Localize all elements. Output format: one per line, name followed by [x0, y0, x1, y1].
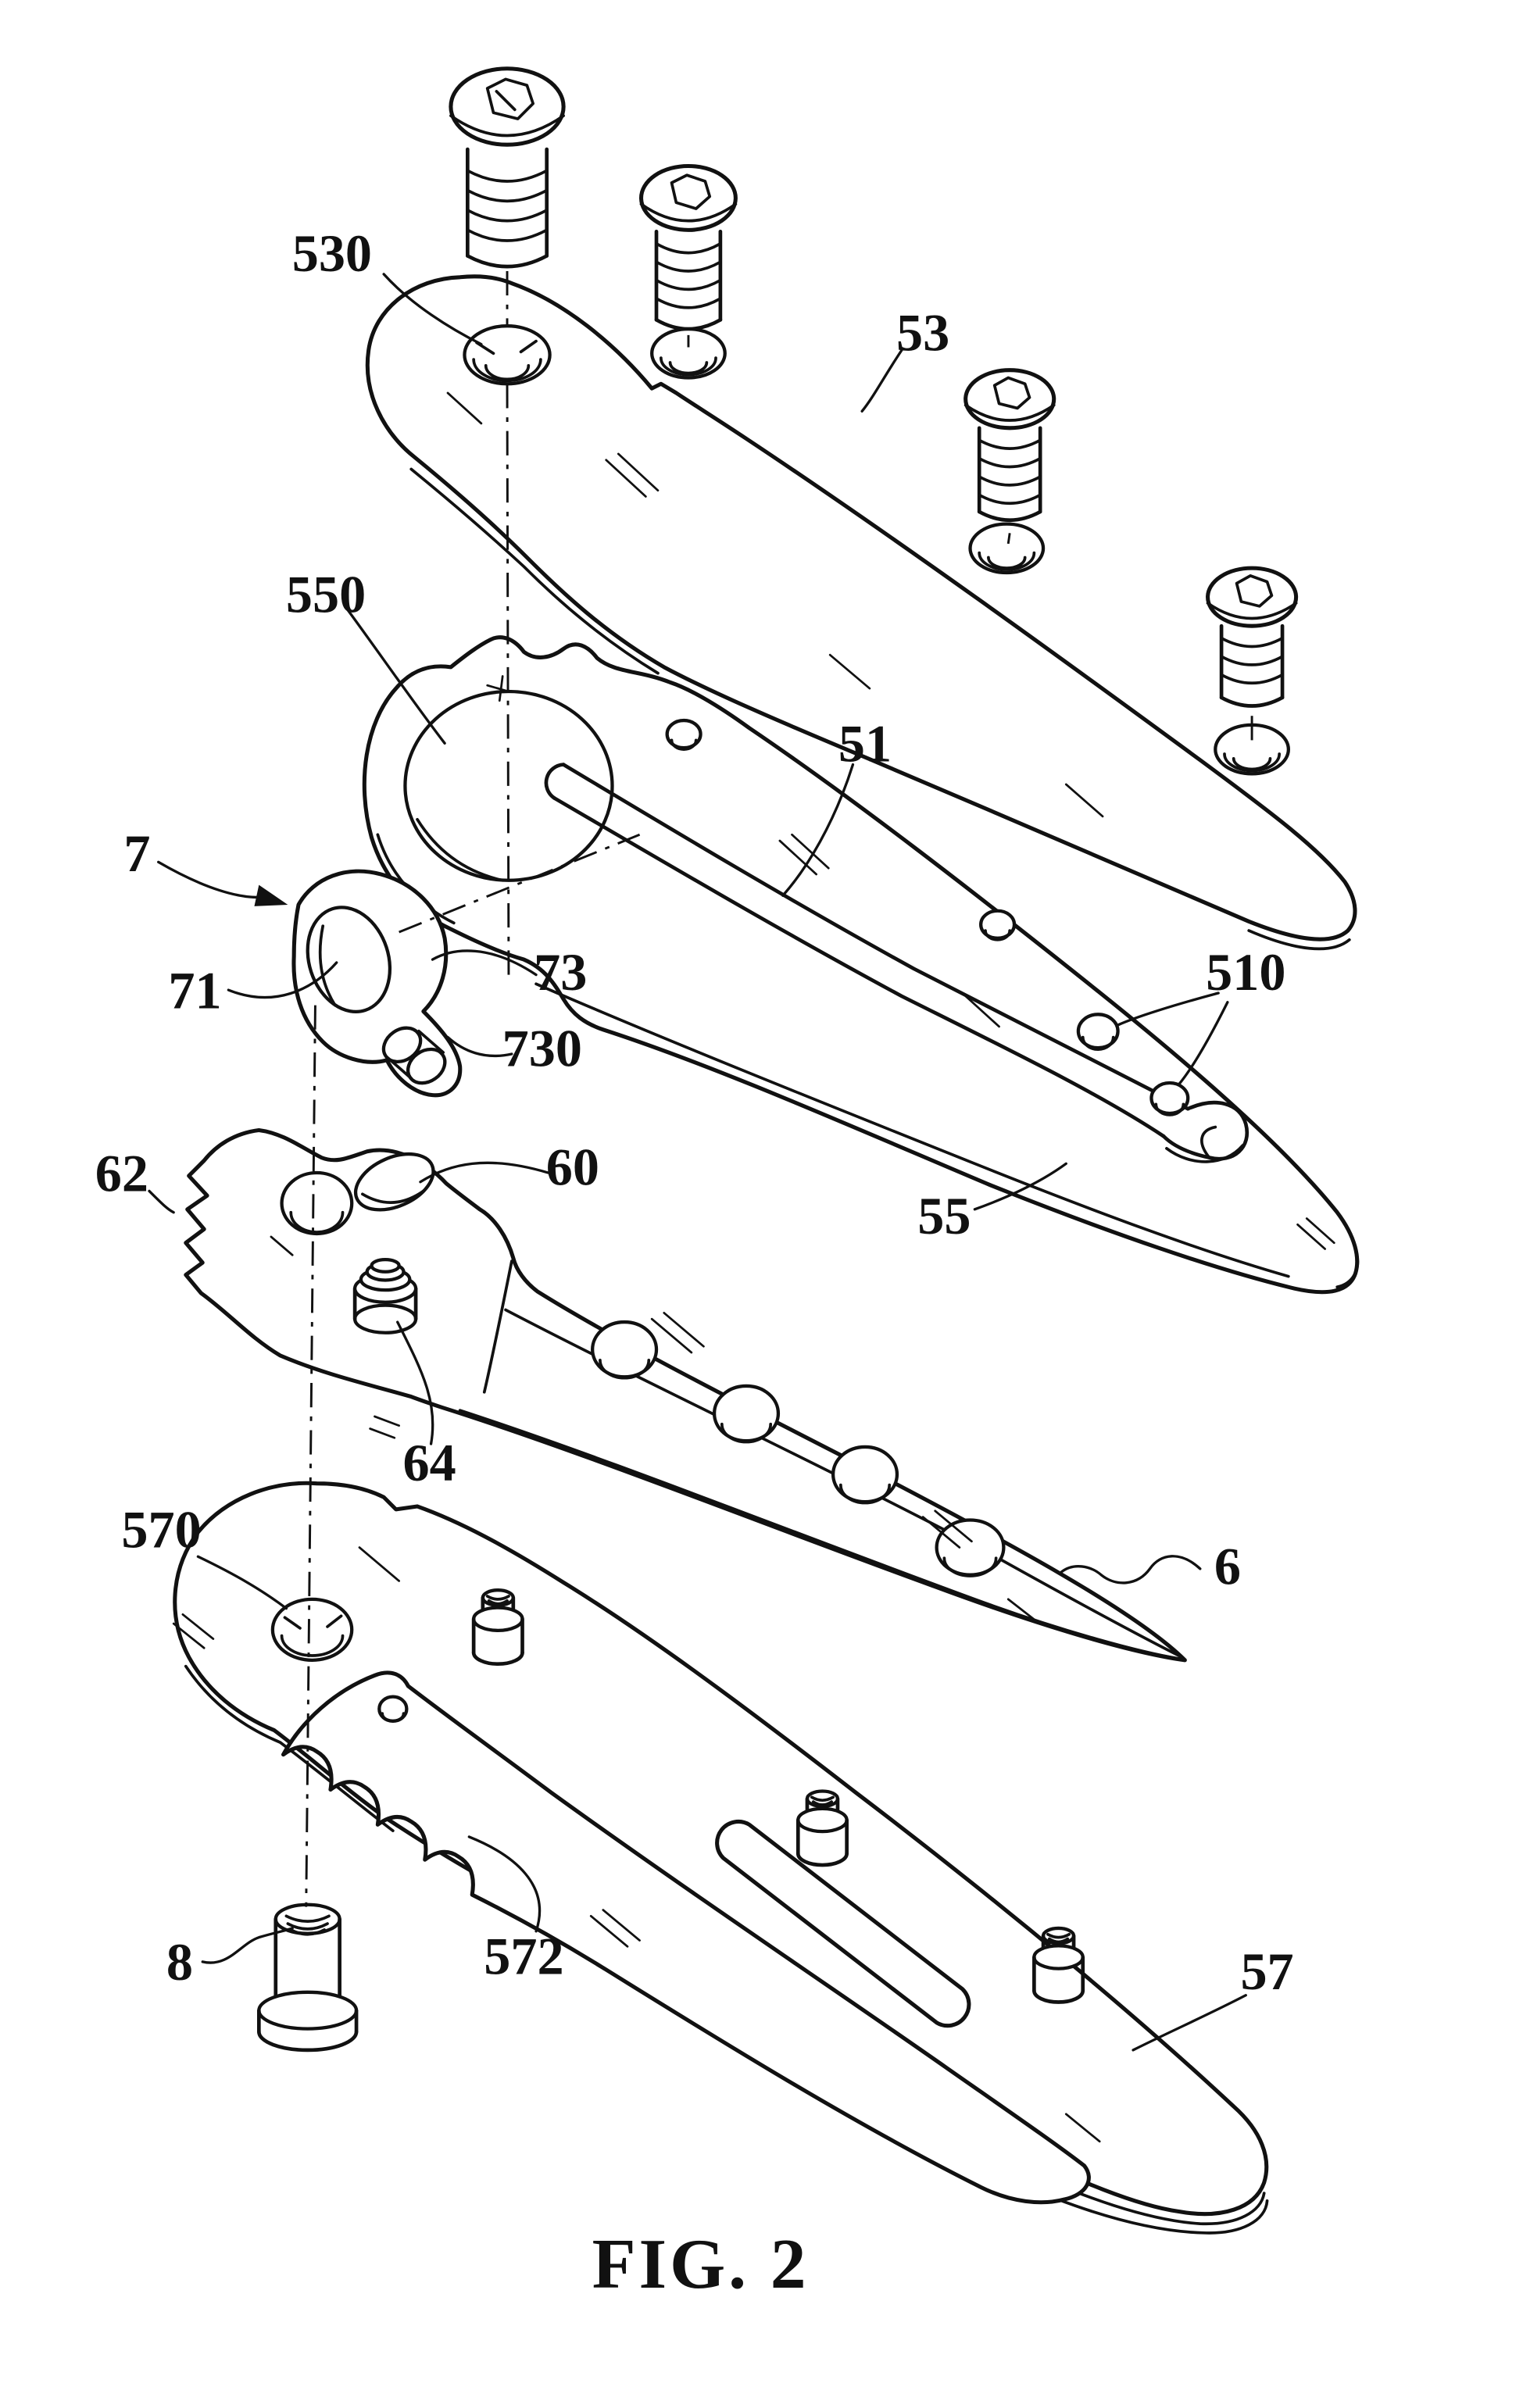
- hex-socket-icon: [1235, 574, 1274, 608]
- screw-1: [449, 66, 566, 269]
- screw-2: [638, 163, 738, 331]
- ref-label-530: 530: [292, 223, 372, 283]
- blade-spine-holes: [591, 1320, 1006, 1577]
- bottom-handle-plate: [172, 1481, 1269, 2235]
- liner-lock-plate: [362, 635, 1360, 1295]
- screw3-axis: [1006, 533, 1011, 545]
- ref-label-62: 62: [95, 1143, 148, 1202]
- standoff-nut-2: [795, 1789, 849, 1867]
- hex-socket-icon: [992, 376, 1031, 410]
- ref-label-550: 550: [286, 565, 366, 624]
- figure-caption: FIG. 2: [592, 2224, 810, 2303]
- ref-label-51: 51: [838, 714, 892, 773]
- ref-label-60: 60: [546, 1138, 599, 1197]
- arrowhead-icon: [254, 884, 288, 906]
- pivot-axis: [305, 1005, 316, 1907]
- standoff-nut-3: [1032, 1926, 1085, 2004]
- liner-small-hole-2: [979, 909, 1017, 941]
- blade-pivot-hole: [280, 1170, 354, 1236]
- ref-label-55: 55: [917, 1186, 971, 1245]
- thumb-stud-64: [352, 1258, 418, 1334]
- ref-label-6: 6: [1214, 1536, 1241, 1595]
- screw-3: [963, 368, 1056, 523]
- ref-label-73: 73: [534, 942, 587, 1002]
- ref-label-570: 570: [121, 1500, 201, 1559]
- ref-label-8: 8: [166, 1932, 193, 1992]
- cam-pin-730: [381, 1026, 447, 1085]
- cam-lever-part-7: [291, 869, 463, 1098]
- countersunk-hole-3: [968, 522, 1046, 575]
- ref-label-510: 510: [1206, 942, 1285, 1002]
- screw-4: [1206, 566, 1299, 708]
- countersunk-hole-2: [650, 327, 727, 380]
- ref-label-71: 71: [168, 960, 221, 1020]
- cam-diagonal-axis: [399, 833, 641, 934]
- plunge-line: [482, 1259, 513, 1394]
- clip-slot: [715, 1820, 971, 2028]
- leader-lines: [148, 273, 1247, 2052]
- axis-lines: [305, 270, 1253, 1907]
- pivot-hole-570: [270, 1597, 354, 1662]
- ref-label-53: 53: [896, 302, 949, 362]
- back-spacer-572: [281, 1670, 1091, 2205]
- ref-label-572: 572: [484, 1926, 563, 1985]
- plate-thickness-line: [409, 467, 660, 675]
- holes-510: [1076, 1013, 1190, 1116]
- ref-label-730: 730: [502, 1019, 582, 1078]
- ref-label-64: 64: [403, 1433, 456, 1492]
- countersunk-hole-530: [463, 324, 552, 386]
- standoff-nut-1: [471, 1588, 524, 1667]
- blade: [184, 1127, 1187, 1663]
- cam-hole-71: [306, 906, 392, 1014]
- front-column-axis: [506, 384, 510, 981]
- edge-bevel-line: [458, 1409, 1181, 1660]
- lock-bar-51: [544, 763, 1250, 1163]
- liner-small-hole-1: [665, 718, 703, 751]
- plate-tip-thickness: [1247, 929, 1351, 951]
- barrel-nut-8: [256, 1902, 359, 2053]
- liner-thickness-line: [534, 982, 1360, 1289]
- ref-label-7: 7: [123, 824, 150, 883]
- ref-label-57: 57: [1240, 1942, 1293, 2001]
- hex-socket-icon: [485, 77, 535, 120]
- plate-thickness-line: [184, 1664, 395, 1833]
- hex-socket-icon: [670, 173, 712, 210]
- countersunk-hole-4: [1214, 723, 1290, 776]
- reference-labels: 530 53 550 51 510 7 71 73 730 62 60 55 6…: [95, 223, 1294, 2001]
- kidney-slot-60: [353, 1152, 435, 1212]
